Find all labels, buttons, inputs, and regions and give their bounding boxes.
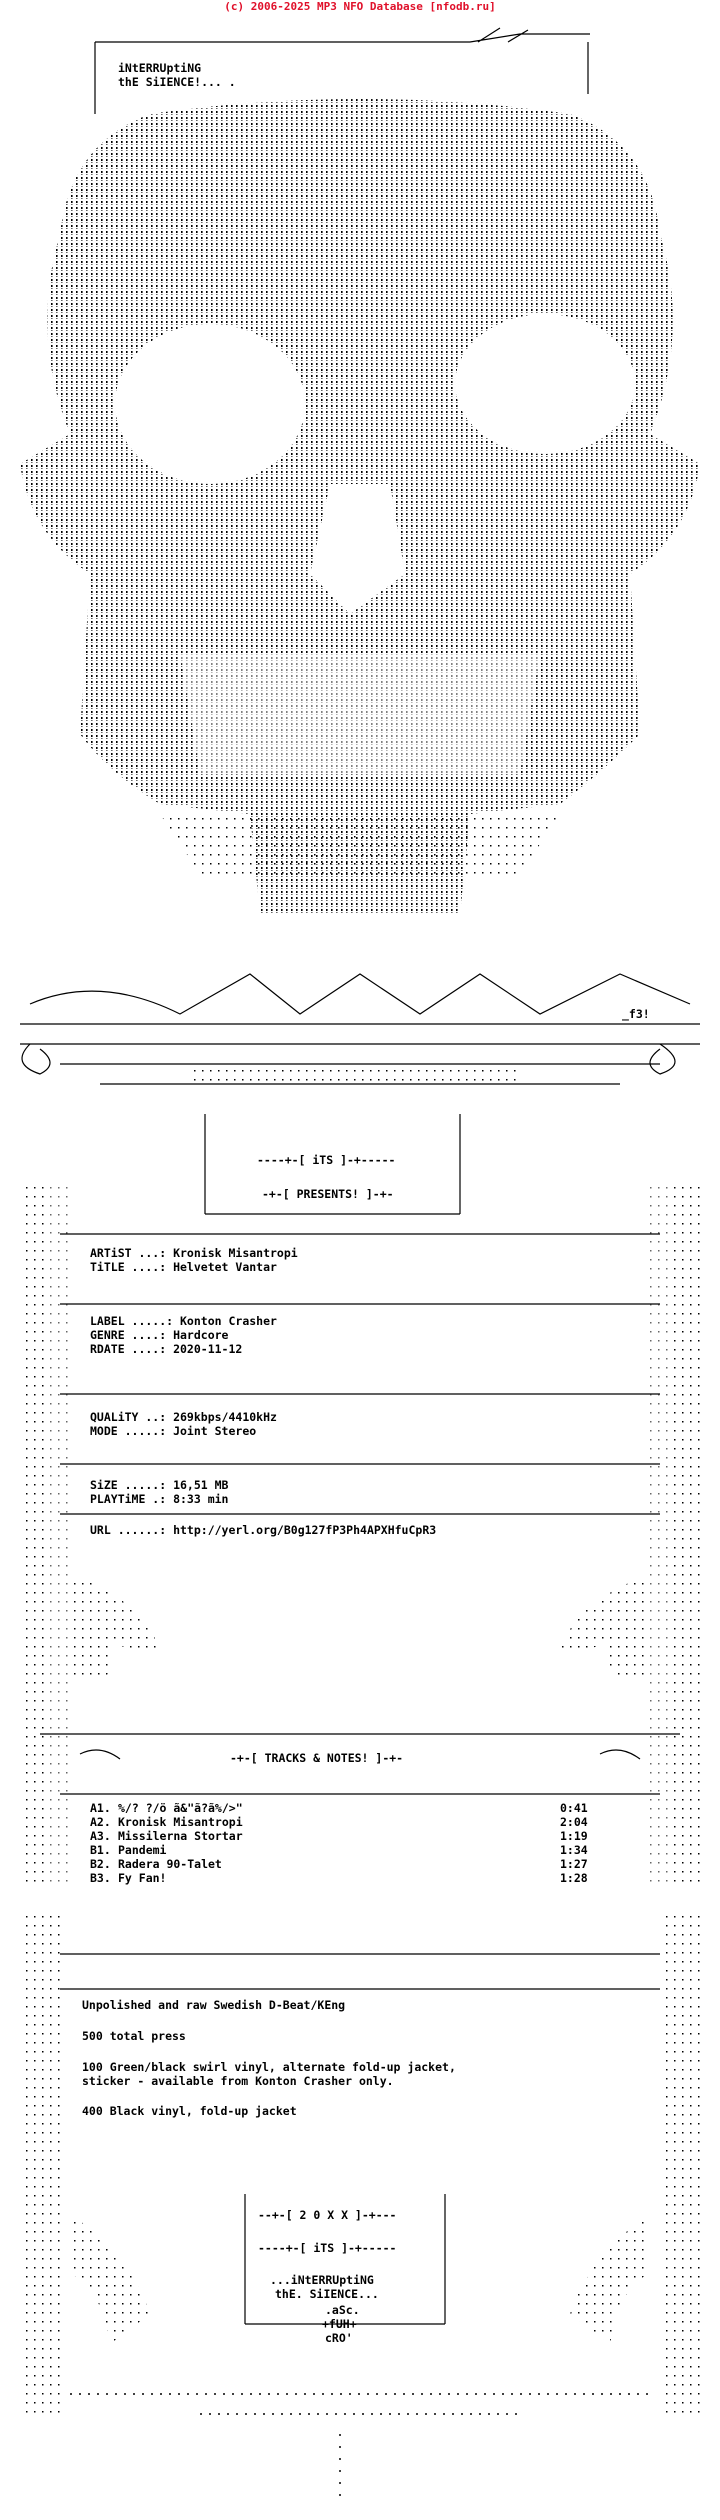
footer-credit2: +fUH+ [322, 2317, 357, 2331]
side-columns [20, 1184, 700, 2414]
logo-line2: thE SiIENCE!... . [118, 75, 236, 89]
notes: Unpolished and raw Swedish D-Beat/KEng 5… [60, 1953, 660, 2118]
track-number: A1. [90, 1801, 111, 1815]
footer-its: ----+-[ iTS ]-+----- [258, 2241, 396, 2255]
track-time: 1:19 [560, 1829, 588, 1843]
presents-its: ----+-[ iTS ]-+----- [257, 1153, 395, 1167]
bottom-dots [70, 2393, 650, 2504]
footer-box: --+-[ 2 0 X X ]-+--- ----+-[ iTS ]-+----… [70, 2194, 650, 2345]
track-number: B1. [90, 1843, 111, 1857]
track-time: 0:41 [560, 1801, 588, 1815]
logo-line1: iNtERRUptiNG [118, 61, 201, 75]
track-number: A3. [90, 1829, 111, 1843]
info-url: URL ......: http://yerl.org/B0g127fP3Ph4… [90, 1523, 436, 1537]
info-size: SiZE .....: 16,51 MB [90, 1478, 229, 1492]
track-title: Fy Fan! [118, 1871, 166, 1885]
info-rdate: RDATE ....: 2020-11-12 [90, 1342, 242, 1356]
presents-label: -+-[ PRESENTS! ]-+- [262, 1187, 394, 1201]
track-title: Radera 90-Talet [118, 1857, 222, 1871]
note-5: 400 Black vinyl, fold-up jacket [82, 2104, 297, 2118]
track-number: B3. [90, 1871, 111, 1885]
nfo-ascii-art: iNtERRUptiNG thE SiIENCE!... . _f3! ----… [0, 14, 720, 2520]
track-title: %/? ?/ö ã&"ã?ã%/>" [118, 1801, 243, 1815]
info-title: TiTLE ....: Helvetet Vantar [90, 1260, 277, 1274]
track-number: B2. [90, 1857, 111, 1871]
group-tag: _f3! [622, 1007, 650, 1022]
track-number: A2. [90, 1815, 111, 1829]
track-time: 1:27 [560, 1857, 588, 1871]
skull-art [20, 99, 700, 914]
tracks-banner: -+-[ TRACKS & NOTES! ]-+- [60, 1749, 660, 1795]
footer-name1: ...iNtERRUptiNG [270, 2273, 374, 2287]
note-1: Unpolished and raw Swedish D-Beat/KEng [82, 1998, 345, 2012]
middle-ornament [40, 1574, 680, 1735]
top-logo-box: iNtERRUptiNG thE SiIENCE!... . [94, 27, 590, 114]
tentacle-band: _f3! [20, 973, 700, 1088]
info-artist: ARTiST ...: Kronisk Misantropi [90, 1246, 298, 1260]
info-playtime: PLAYTiME .: 8:33 min [90, 1492, 229, 1506]
info-mode: MODE .....: Joint Stereo [90, 1424, 256, 1438]
footer-credit3: cRO' [325, 2331, 353, 2345]
footer-name2: thE. SiIENCE... [275, 2287, 379, 2301]
info-quality: QUALiTY ..: 269kbps/4410kHz [90, 1410, 277, 1424]
info-genre: GENRE ....: Hardcore [90, 1328, 229, 1342]
track-title: Kronisk Misantropi [118, 1815, 243, 1829]
release-info: ARTiST ...: Kronisk Misantropi TiTLE ...… [60, 1233, 660, 1537]
track-time: 2:04 [560, 1815, 588, 1829]
presents-box: ----+-[ iTS ]-+----- -+-[ PRESENTS! ]-+- [204, 1114, 461, 1215]
nfodb-header: (c) 2006-2025 MP3 NFO Database [nfodb.ru… [224, 0, 496, 13]
footer-credit1: .aSc. [325, 2303, 360, 2317]
note-2: 500 total press [82, 2029, 186, 2043]
note-4: sticker - available from Konton Crasher … [82, 2074, 394, 2088]
track-title: Pandemi [118, 1843, 167, 1857]
info-label: LABEL .....: Konton Crasher [90, 1314, 277, 1328]
track-time: 1:34 [560, 1843, 588, 1857]
note-3: 100 Green/black swirl vinyl, alternate f… [82, 2060, 456, 2074]
footer-year: --+-[ 2 0 X X ]-+--- [258, 2208, 396, 2222]
track-title: Missilerna Stortar [118, 1829, 243, 1843]
tracks-title: -+-[ TRACKS & NOTES! ]-+- [230, 1751, 403, 1765]
track-time: 1:28 [560, 1871, 588, 1885]
